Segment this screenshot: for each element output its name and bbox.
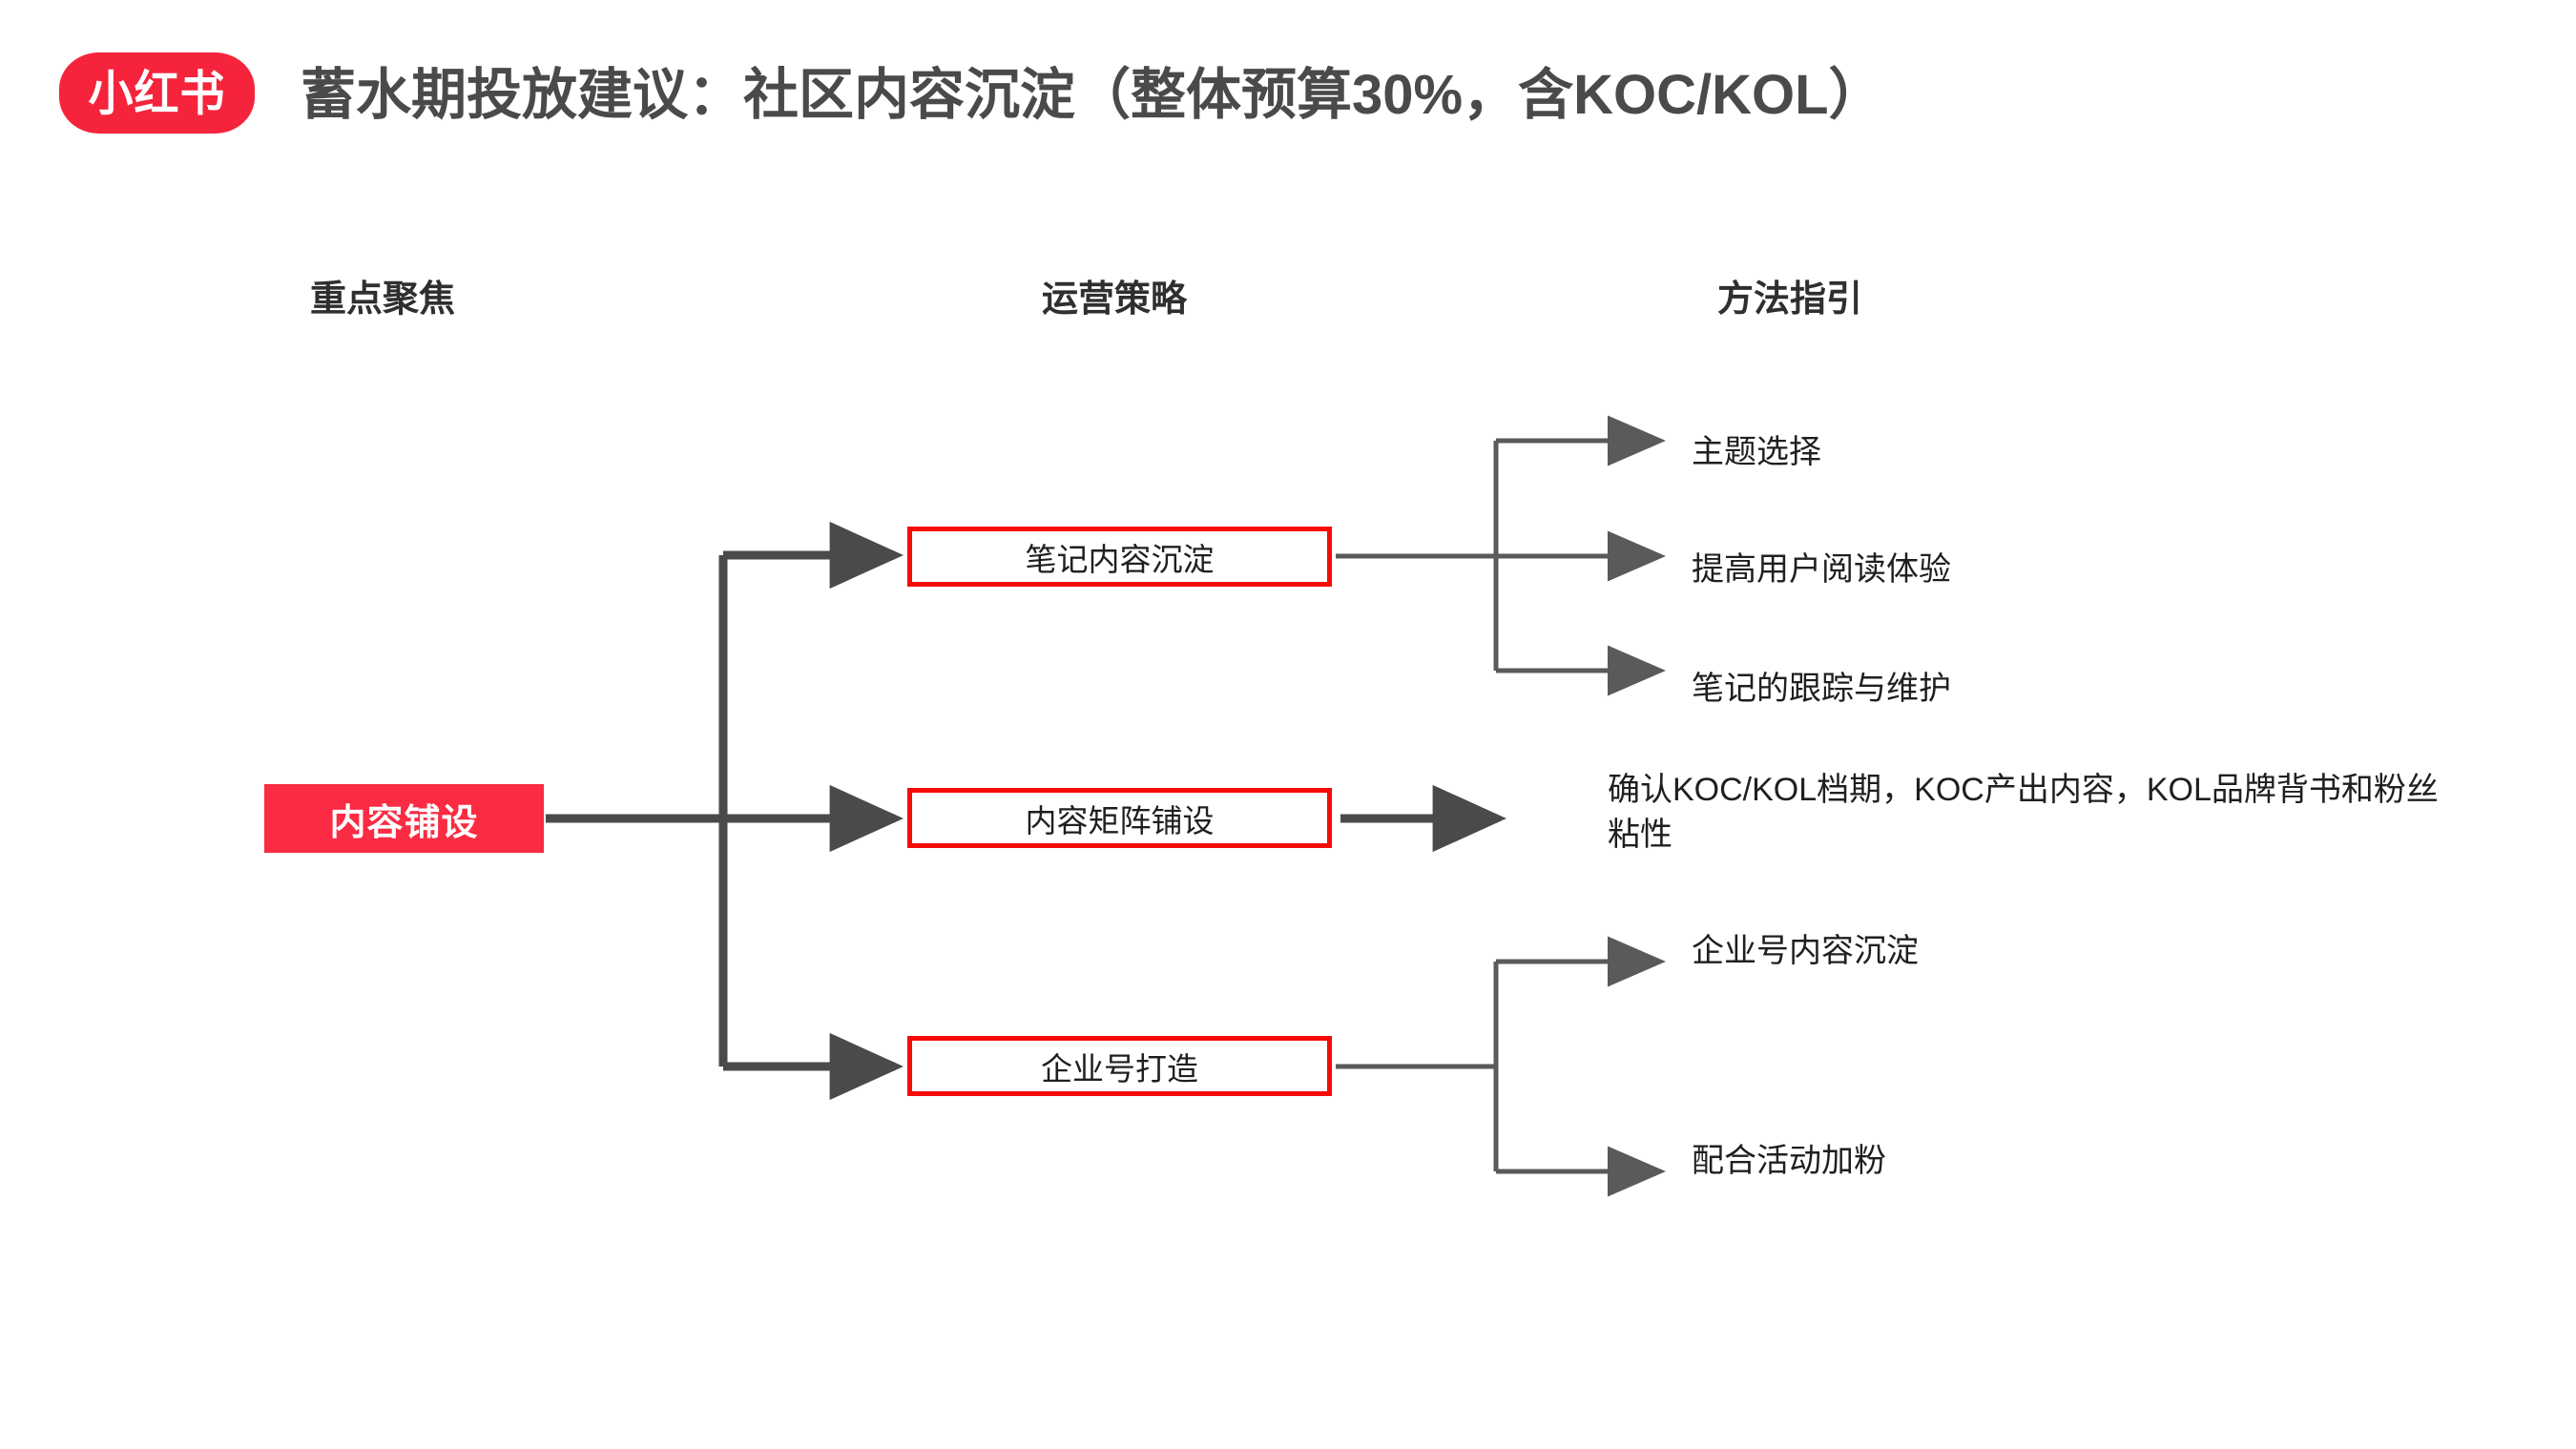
column-header-focus: 重点聚焦 (310, 279, 456, 320)
strategy-box-content-matrix[interactable]: 内容矩阵铺设 (907, 788, 1332, 848)
connector-strategy-2-to-methods (1336, 936, 1666, 1197)
strategy-box-label: 笔记内容沉淀 (1025, 541, 1215, 577)
column-header-method: 方法指引 (1717, 279, 1863, 320)
strategy-box-label: 企业号打造 (1041, 1050, 1198, 1087)
strategy-box-enterprise-account[interactable]: 企业号打造 (907, 1036, 1332, 1096)
method-label-enterprise-content: 企业号内容沉淀 (1692, 933, 1919, 969)
method-label-campaign-followers: 配合活动加粉 (1692, 1143, 1886, 1179)
method-label-topic-selection: 主题选择 (1692, 434, 1821, 470)
focus-box-content-layout[interactable]: 内容铺设 (264, 784, 544, 853)
logo-text: 小红书 (88, 65, 226, 121)
strategy-box-note-content[interactable]: 笔记内容沉淀 (907, 527, 1332, 587)
focus-box-label: 内容铺设 (329, 802, 479, 843)
method-label-reading-experience: 提高用户阅读体验 (1692, 551, 1951, 588)
page-title: 蓄水期投放建议：社区内容沉淀（整体预算30%，含KOC/KOL） (301, 64, 1884, 126)
connector-focus-to-strategies (546, 521, 904, 1101)
column-header-strategy: 运营策略 (1042, 279, 1188, 320)
xiaohongshu-logo: 小红书 (59, 52, 255, 134)
connector-strategy-0-to-methods (1336, 415, 1666, 696)
method-label-note-tracking: 笔记的跟踪与维护 (1692, 671, 1951, 707)
method-label-koc-kol-schedule: 确认KOC/KOL档期，KOC产出内容，KOL品牌背书和粉丝粘性 (1608, 772, 2439, 853)
strategy-box-label: 内容矩阵铺设 (1025, 802, 1215, 838)
